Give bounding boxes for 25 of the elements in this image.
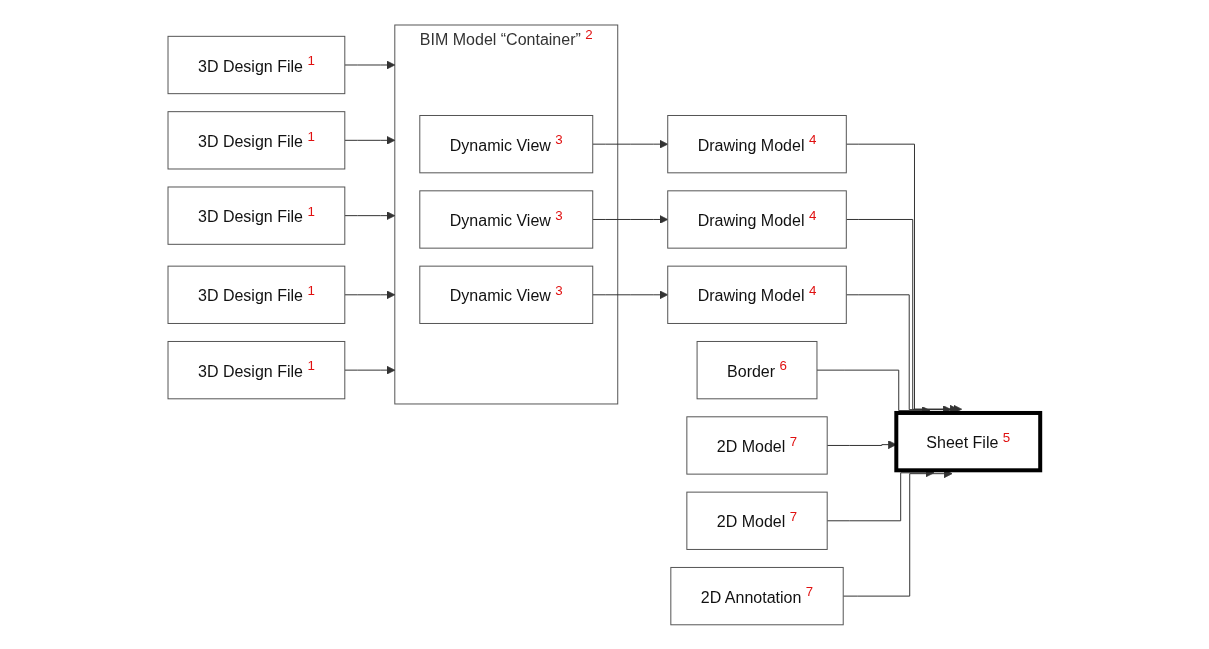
arrow [344,210,396,220]
node-box [167,35,346,94]
node-box [670,566,845,625]
node-box [419,189,594,249]
arrow [592,214,669,224]
arrow [344,60,396,69]
node-box [686,415,829,475]
node-box [894,410,1043,472]
arrow [344,135,396,145]
node-box [167,110,346,170]
node-box [667,265,848,324]
node-box [419,265,594,324]
arrow [592,290,669,299]
node-box [686,491,829,550]
arrow [344,290,396,299]
node-box [667,114,848,173]
node-box [167,186,346,245]
cluster [394,24,619,405]
node-box [419,114,594,173]
arrow [592,139,669,149]
arrow [344,365,396,375]
node-box [167,340,346,399]
node-box [167,265,346,324]
node-box [667,189,848,249]
node-box [696,340,818,399]
